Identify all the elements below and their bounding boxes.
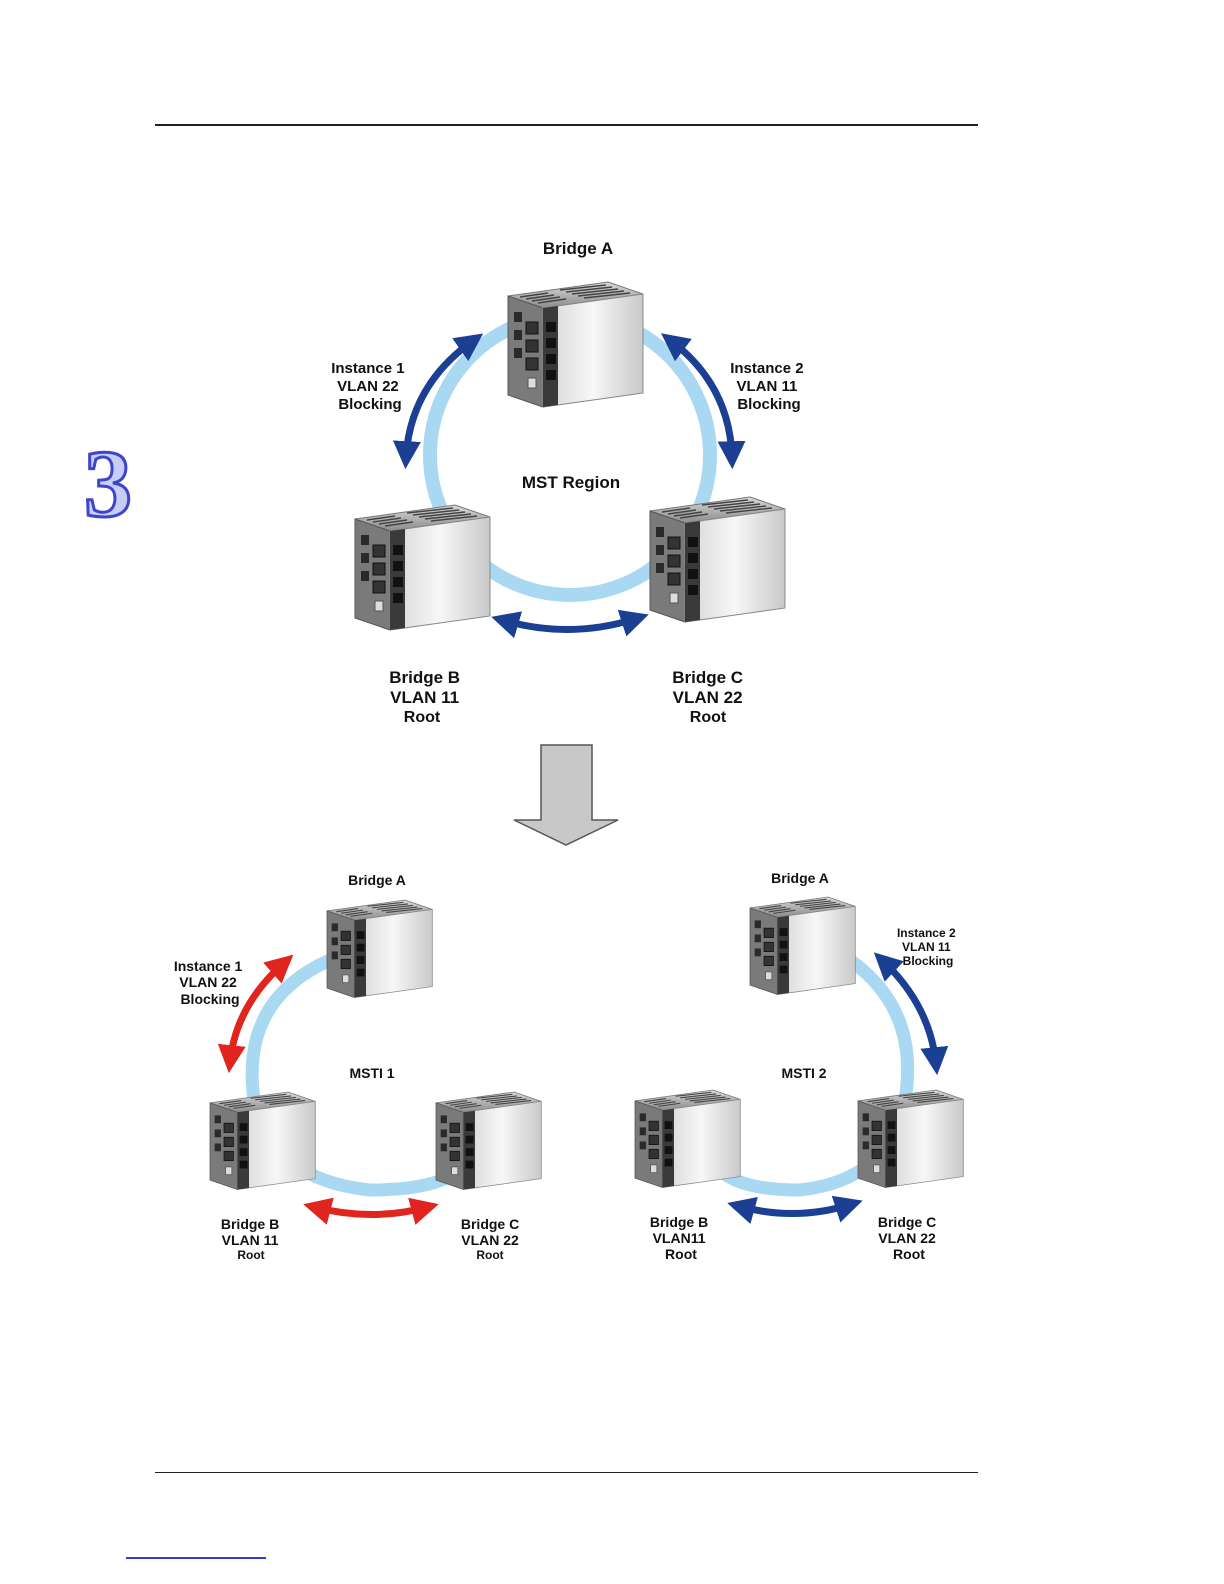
label-instance-1: Instance 1 VLAN 22 Blocking [331,360,409,413]
switch-icon-bridge-b [355,505,490,630]
switch-icon-bridge-b [635,1090,740,1188]
label-msti-1: MSTI 1 [349,1065,394,1081]
label-bridge-c: Bridge C VLAN 22 Root [672,668,748,726]
label-bridge-a: Bridge A [348,872,406,888]
chapter-marker: 3 [84,430,132,537]
arrow-b-c [502,618,638,630]
label-bridge-c: Bridge C VLAN 22 Root [461,1216,523,1262]
switch-icon-bridge-c [436,1092,541,1190]
arrow-b-c [738,1204,852,1214]
down-arrow-icon [514,745,618,845]
switch-icon-bridge-a [327,900,432,998]
label-bridge-c: Bridge C VLAN 22 Root [878,1214,940,1262]
msti-2-diagram: Bridge A Instance 2 VLAN 11 Blocking MST… [635,870,963,1262]
arrow-b-c [314,1207,428,1215]
label-bridge-b: Bridge B VLAN11 Root [650,1214,712,1262]
switch-icon-bridge-c [858,1090,963,1188]
label-bridge-b: Bridge B VLAN 11 Root [389,668,465,726]
label-instance-1: Instance 1 VLAN 22 Blocking [174,958,246,1007]
label-msti-2: MSTI 2 [781,1065,826,1081]
label-bridge-a: Bridge A [771,870,829,886]
switch-icon-bridge-a [508,282,643,407]
top-mst-region: Bridge A Instance 1 VLAN 22 Blocking Ins… [331,239,808,726]
label-mst-region: MST Region [522,473,620,492]
switch-icon-bridge-b [210,1092,315,1190]
label-bridge-b: Bridge B VLAN 11 Root [221,1216,283,1262]
switch-icon-bridge-a [750,897,855,995]
label-instance-2: Instance 2 VLAN 11 Blocking [897,926,959,968]
msti-1-diagram: Bridge A Instance 1 VLAN 22 Blocking MST… [174,872,541,1262]
label-instance-2: Instance 2 VLAN 11 Blocking [730,360,808,413]
label-bridge-a: Bridge A [543,239,613,258]
switch-icon-bridge-c [650,497,785,622]
